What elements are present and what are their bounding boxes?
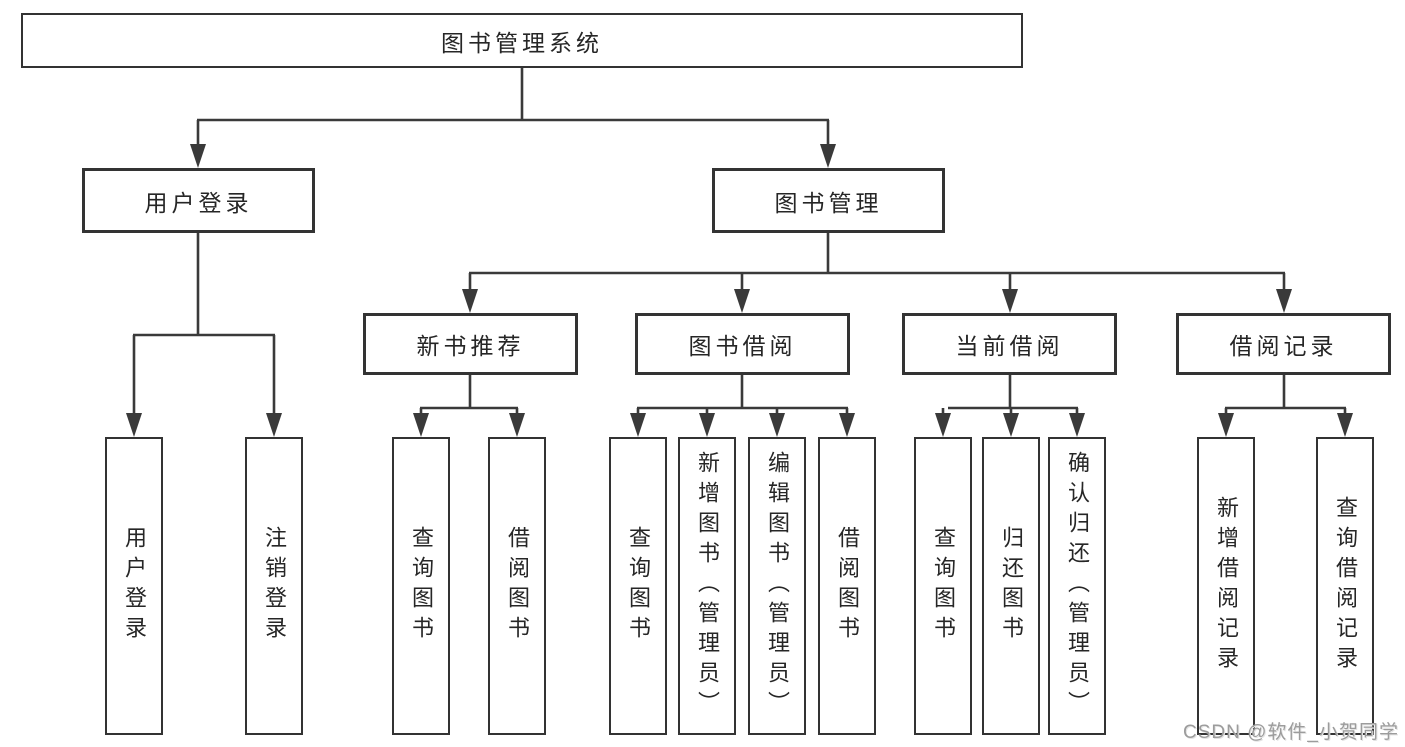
leaf-bb-borrow-books: 借阅图书 <box>818 437 876 735</box>
leaf-bb-query-books: 查询图书 <box>609 437 667 735</box>
node-book-management: 图书管理 <box>712 168 945 233</box>
node-borrow-records: 借阅记录 <box>1176 313 1391 375</box>
leaf-user-login: 用户登录 <box>105 437 163 735</box>
leaf-nb-query-books: 查询图书 <box>392 437 450 735</box>
node-root: 图书管理系统 <box>21 13 1023 68</box>
leaf-br-add-record: 新增借阅记录 <box>1197 437 1255 735</box>
node-book-borrow: 图书借阅 <box>635 313 850 375</box>
leaf-cb-return-books: 归还图书 <box>982 437 1040 735</box>
leaf-nb-borrow-books: 借阅图书 <box>488 437 546 735</box>
node-user-login: 用户登录 <box>82 168 315 233</box>
leaf-bb-edit-books: 编辑图书（管理员） <box>748 437 806 735</box>
watermark: CSDN @软件_小贺同学 <box>1183 722 1399 743</box>
leaf-cb-query-books: 查询图书 <box>914 437 972 735</box>
leaf-logout: 注销登录 <box>245 437 303 735</box>
leaf-bb-add-books: 新增图书（管理员） <box>678 437 736 735</box>
node-new-book-recommend: 新书推荐 <box>363 313 578 375</box>
leaf-cb-confirm-return: 确认归还（管理员） <box>1048 437 1106 735</box>
node-current-borrow: 当前借阅 <box>902 313 1117 375</box>
leaf-br-query-record: 查询借阅记录 <box>1316 437 1374 735</box>
